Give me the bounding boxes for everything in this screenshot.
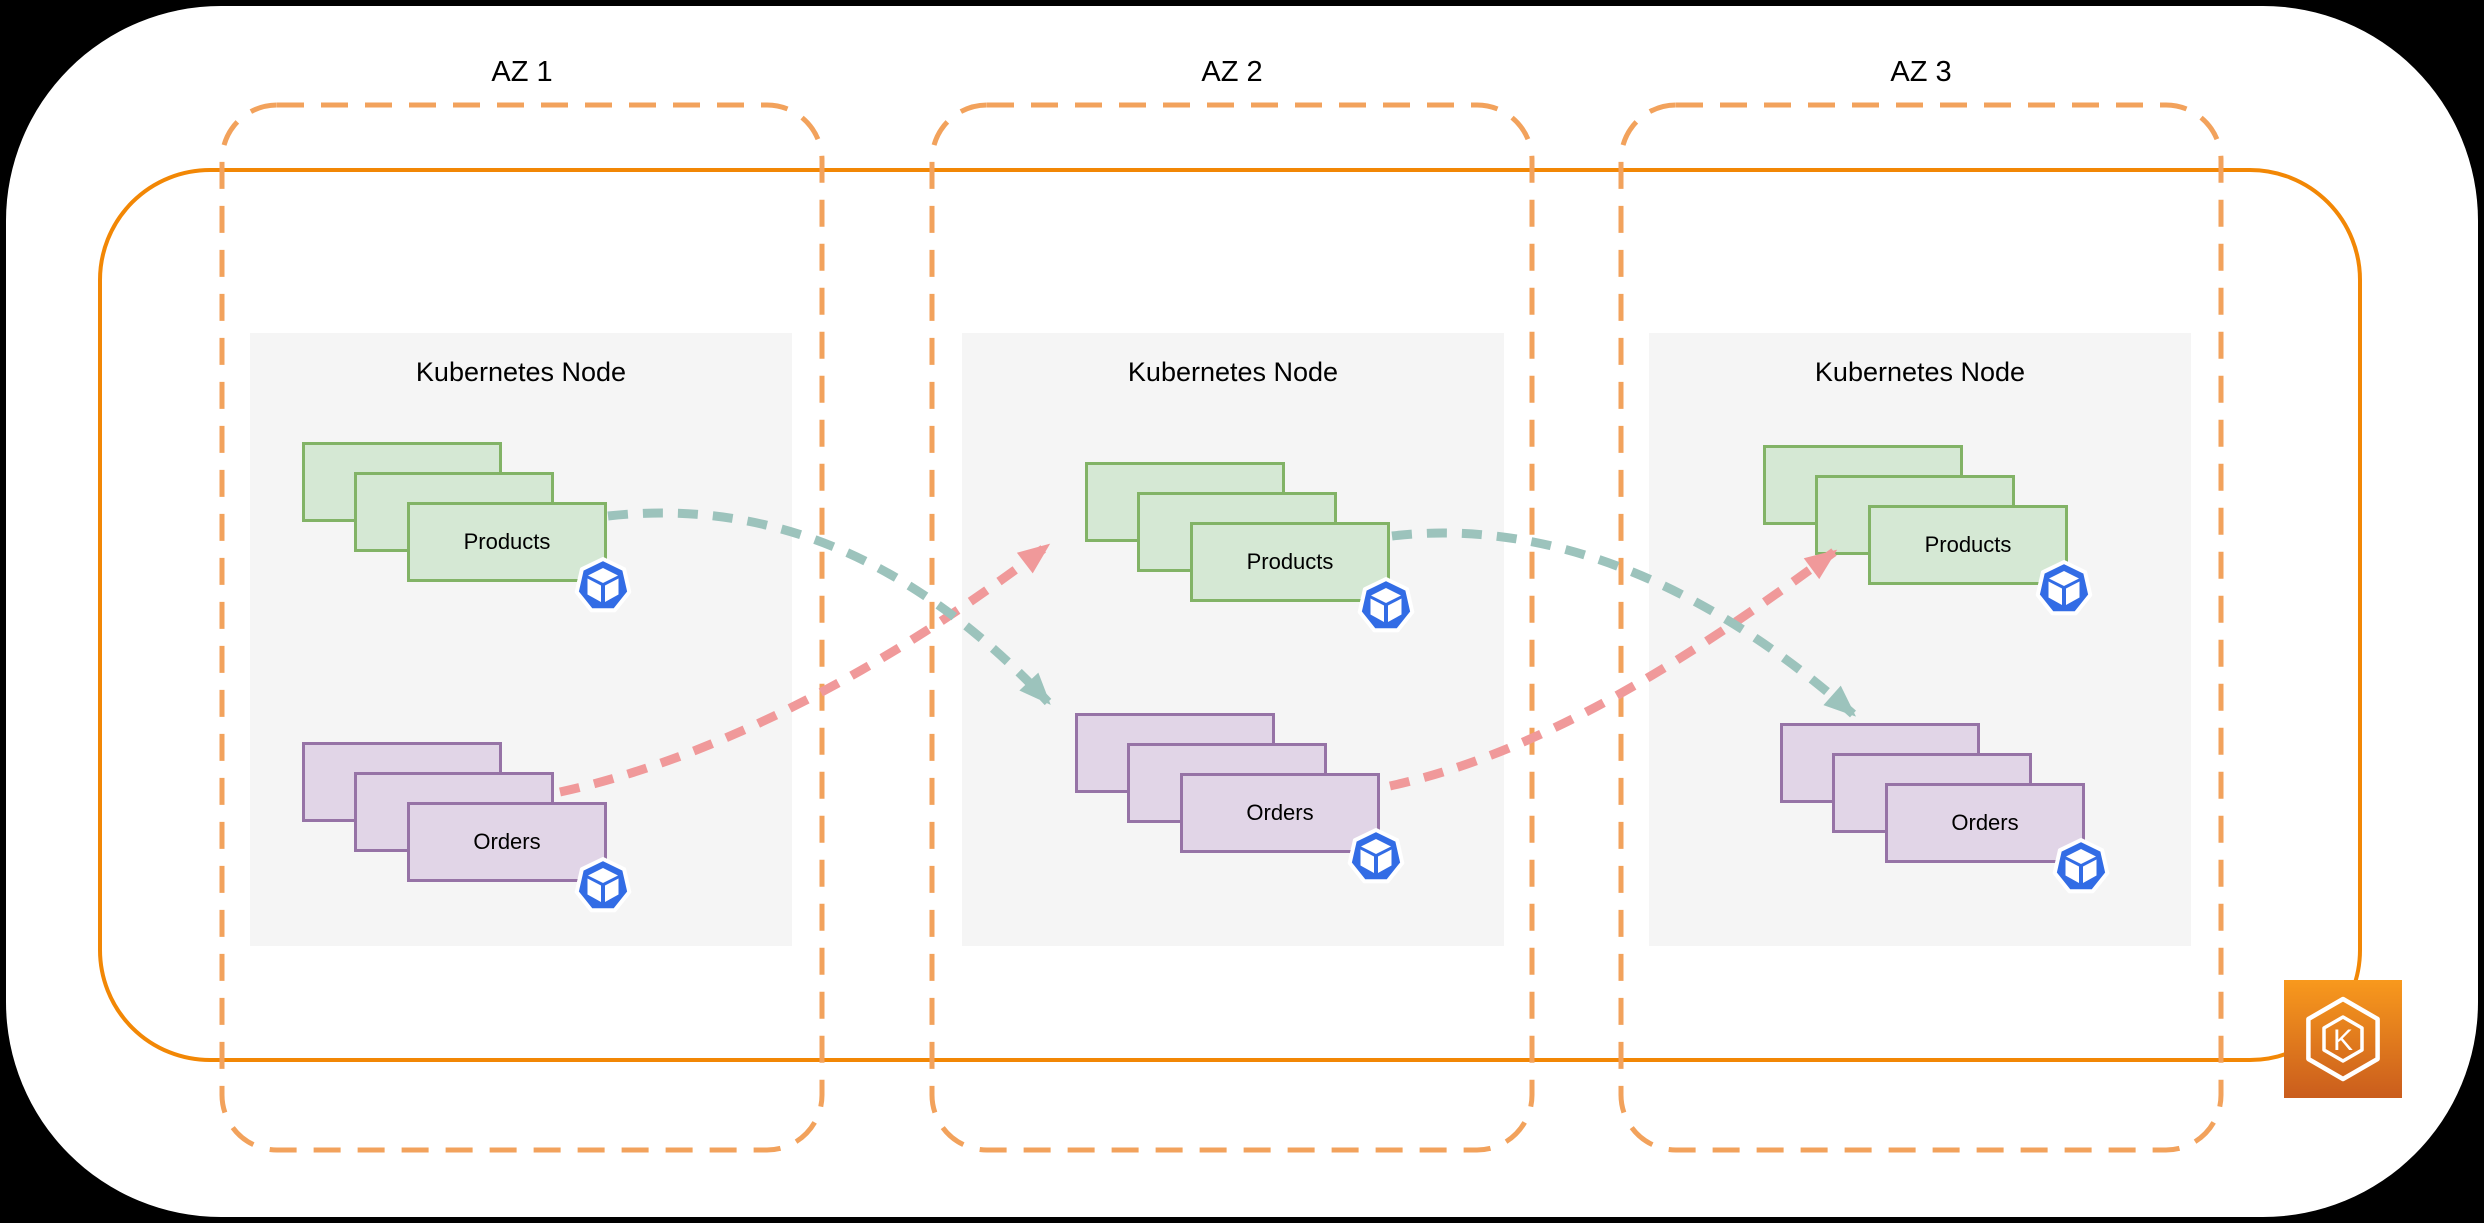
- kubernetes-pod-icon: [574, 857, 632, 913]
- eks-letter: K: [2333, 1024, 2353, 1057]
- az2-label: AZ 2: [1201, 56, 1263, 88]
- az2-products-stack: Products: [1085, 462, 1425, 667]
- kubernetes-pod-icon: [2052, 838, 2110, 894]
- kubernetes-pod-icon: [574, 557, 632, 613]
- az1-orders-stack: Orders: [302, 742, 642, 947]
- eks-icon: K: [2284, 980, 2402, 1098]
- az1-node-title: Kubernetes Node: [415, 357, 627, 387]
- az3-orders-stack: Orders: [1780, 723, 2120, 928]
- az3-node-title: Kubernetes Node: [1814, 357, 2026, 387]
- kubernetes-pod-icon: [1357, 577, 1415, 633]
- az3-label: AZ 3: [1890, 56, 1952, 88]
- az1-products-stack: Products: [302, 442, 642, 647]
- az2-node-title: Kubernetes Node: [1127, 357, 1339, 387]
- az2-orders-stack: Orders: [1075, 713, 1415, 918]
- az1-label: AZ 1: [491, 56, 553, 88]
- kubernetes-pod-icon: [1347, 828, 1405, 884]
- kubernetes-pod-icon: [2035, 560, 2093, 616]
- az3-products-stack: Products: [1763, 445, 2103, 650]
